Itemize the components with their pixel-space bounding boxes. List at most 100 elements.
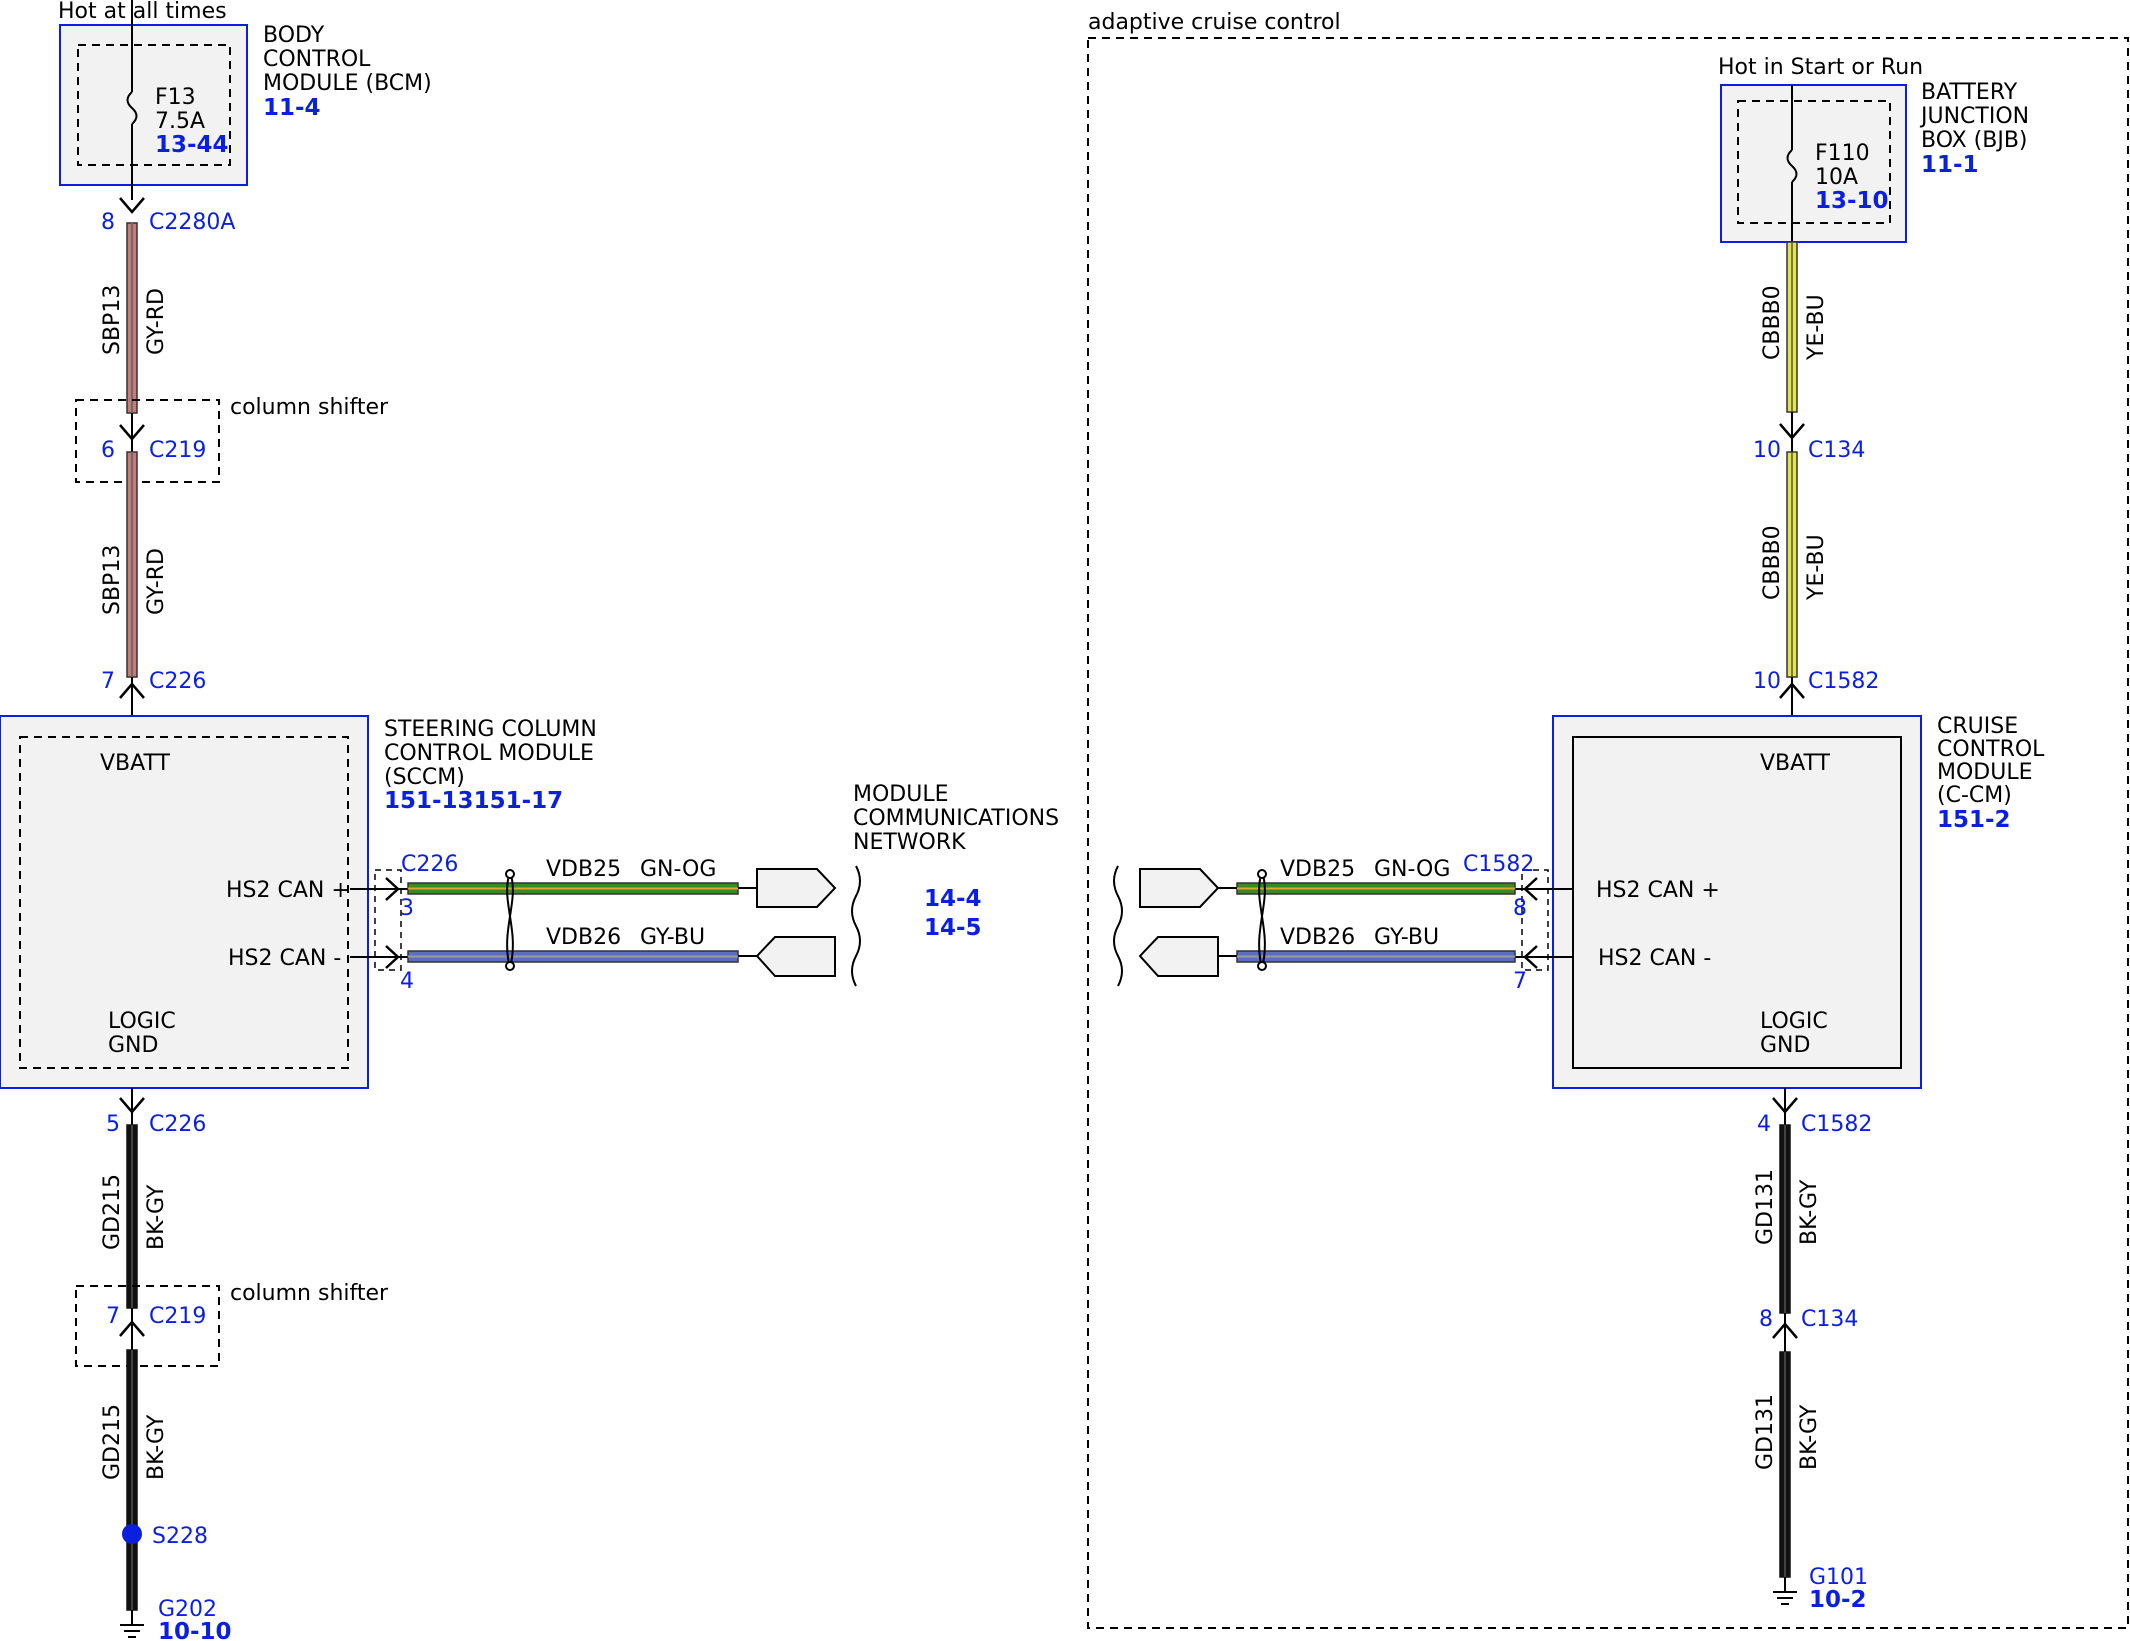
ground-g101-icon xyxy=(1773,1591,1797,1605)
connector-c1582-top-icon xyxy=(1779,682,1805,699)
c1582-can-connector-label: C1582 xyxy=(1463,852,1534,877)
wire-sbp13-circuit-1: SBP13 xyxy=(100,285,125,355)
connector-c2280a-icon xyxy=(119,197,145,214)
c226-can-plus-pin: 3 xyxy=(400,896,414,921)
ccm-name-line3: MODULE xyxy=(1937,760,2033,785)
c226-can-connector-label: C226 xyxy=(401,852,458,877)
wire-vdb25-left-color: GN-OG xyxy=(640,857,716,882)
ground-g202-icon xyxy=(120,1624,144,1638)
c1582-pin7-icon xyxy=(1523,945,1538,969)
fuse-f13-icon xyxy=(126,91,138,125)
ccm-inner-box xyxy=(1572,736,1902,1069)
twisted-pair-icon-left xyxy=(506,871,514,969)
fuse-f13-id: F13 xyxy=(155,85,196,110)
bjb-fuse-box xyxy=(1737,100,1891,224)
wire-vdb25-right-circuit: VDB25 xyxy=(1280,857,1355,882)
ccm-ref-link[interactable]: 151-2 xyxy=(1937,807,2011,833)
c134-bottom-pin: 8 xyxy=(1759,1307,1773,1332)
section-label-adaptive-cruise: adaptive cruise control xyxy=(1088,10,1341,35)
ccm-name-line4: (C-CM) xyxy=(1937,783,2012,808)
ccm-gnd-label: GND xyxy=(1760,1033,1810,1058)
bjb-power-label: Hot in Start or Run xyxy=(1718,55,1923,80)
bcm-module-box xyxy=(59,24,248,186)
c1582-can-connector-box xyxy=(1521,869,1549,971)
wire-vdb25-right-color: GN-OG xyxy=(1374,857,1450,882)
c219-connector-label-2: C219 xyxy=(149,1304,206,1329)
wire-vdb25-left-circuit: VDB25 xyxy=(546,857,621,882)
c219-connector-label-1: C219 xyxy=(149,438,206,463)
c1582-bottom-pin: 4 xyxy=(1757,1112,1771,1137)
c226-pin3-icon xyxy=(385,877,400,901)
splice-s228-label: S228 xyxy=(152,1524,208,1549)
fuse-f13-ref-link[interactable]: 13-44 xyxy=(155,132,229,158)
wire-cbbb0-color-2: YE-BU xyxy=(1804,534,1829,601)
network-break-icon-left xyxy=(851,865,861,987)
c219-pin-2: 7 xyxy=(106,1304,120,1329)
bcm-fuse-box xyxy=(77,44,231,166)
ground-g202-ref-link[interactable]: 10-10 xyxy=(158,1619,232,1641)
column-shifter-box-2 xyxy=(75,1285,220,1367)
bcm-name-line1: BODY xyxy=(263,23,325,48)
c1582-can-plus-pin: 8 xyxy=(1513,896,1527,921)
bcm-power-label: Hot at all times xyxy=(58,0,227,24)
fuse-f110-ref-link[interactable]: 13-10 xyxy=(1815,188,1889,214)
c226-can-minus-pin: 4 xyxy=(400,969,414,994)
ccm-logic-label: LOGIC xyxy=(1760,1009,1828,1034)
wire-sbp13-circuit-2: SBP13 xyxy=(100,545,125,615)
connector-c226-bottom-icon xyxy=(119,1097,145,1114)
wire-gd131-circuit-2: GD131 xyxy=(1753,1394,1778,1470)
adaptive-cruise-section-box xyxy=(1087,37,2129,1629)
connector-c219-bottom-icon xyxy=(119,1320,145,1337)
bjb-ref-link[interactable]: 11-1 xyxy=(1921,152,1979,178)
bjb-name-line2: JUNCTION xyxy=(1919,104,2029,129)
network-ref-link-1[interactable]: 14-4 xyxy=(924,886,982,912)
bcm-name-line2: CONTROL xyxy=(263,47,371,72)
c1582-bottom-connector-label: C1582 xyxy=(1801,1112,1872,1137)
c1582-top-pin: 10 xyxy=(1753,669,1781,694)
ccm-hs2-can-plus-label: HS2 CAN + xyxy=(1596,878,1720,903)
sccm-inner-box xyxy=(19,736,349,1069)
c226-bottom-pin: 5 xyxy=(106,1112,120,1137)
c134-top-pin: 10 xyxy=(1753,438,1781,463)
c226-bottom-connector-label: C226 xyxy=(149,1112,206,1137)
ground-g202-label: G202 xyxy=(158,1597,217,1622)
offpage-connector-out-left xyxy=(756,868,837,908)
wire-gd131-color-2: BK-GY xyxy=(1797,1404,1822,1470)
wire-gd215-color-1: BK-GY xyxy=(144,1184,169,1250)
bcm-ref-link[interactable]: 11-4 xyxy=(263,95,321,121)
offpage-connector-in-left xyxy=(755,936,836,977)
wire-sbp13-color-1: GY-RD xyxy=(144,288,169,355)
bjb-name-line3: BOX (BJB) xyxy=(1921,128,2028,153)
fuse-f110-id: F110 xyxy=(1815,141,1870,166)
column-shifter-box-1 xyxy=(75,399,220,483)
offpage-connector-out-right xyxy=(1139,868,1220,908)
connector-c134-top-icon xyxy=(1779,423,1805,440)
bjb-module-box xyxy=(1720,84,1907,243)
wire-gd215-color-2: BK-GY xyxy=(144,1414,169,1480)
sccm-name-line2: CONTROL MODULE xyxy=(384,741,594,766)
wire-cbbb0-color-1: YE-BU xyxy=(1804,294,1829,361)
c226-pin4-icon xyxy=(385,945,400,969)
wire-cbbb0-circuit-1: CBBB0 xyxy=(1760,285,1785,360)
sccm-vbatt-label: VBATT xyxy=(100,751,171,776)
sccm-ref-link[interactable]: 151-13151-17 xyxy=(384,788,563,814)
c226-top-pin: 7 xyxy=(101,669,115,694)
c1582-can-minus-pin: 7 xyxy=(1513,969,1527,994)
wire-vdb26-right-circuit: VDB26 xyxy=(1280,925,1355,950)
ccm-hs2-can-minus-label: HS2 CAN - xyxy=(1598,946,1711,971)
wire-gd131-circuit-1: GD131 xyxy=(1753,1169,1778,1245)
c134-top-connector-label: C134 xyxy=(1808,438,1865,463)
network-ref-link-2[interactable]: 14-5 xyxy=(924,915,982,941)
connector-c1582-bottom-icon xyxy=(1772,1097,1798,1114)
ground-g101-ref-link[interactable]: 10-2 xyxy=(1809,1587,1867,1613)
network-break-icon-right xyxy=(1113,865,1123,987)
c2280a-connector-label: C2280A xyxy=(149,210,235,235)
column-shifter-label-1: column shifter xyxy=(230,395,389,420)
wire-gd215-circuit-2: GD215 xyxy=(100,1404,125,1480)
network-label-line3: NETWORK xyxy=(853,830,966,855)
c1582-top-connector-label: C1582 xyxy=(1808,669,1879,694)
ccm-vbatt-label: VBATT xyxy=(1760,751,1831,776)
c226-top-connector-label: C226 xyxy=(149,669,206,694)
c2280a-pin: 8 xyxy=(101,210,115,235)
